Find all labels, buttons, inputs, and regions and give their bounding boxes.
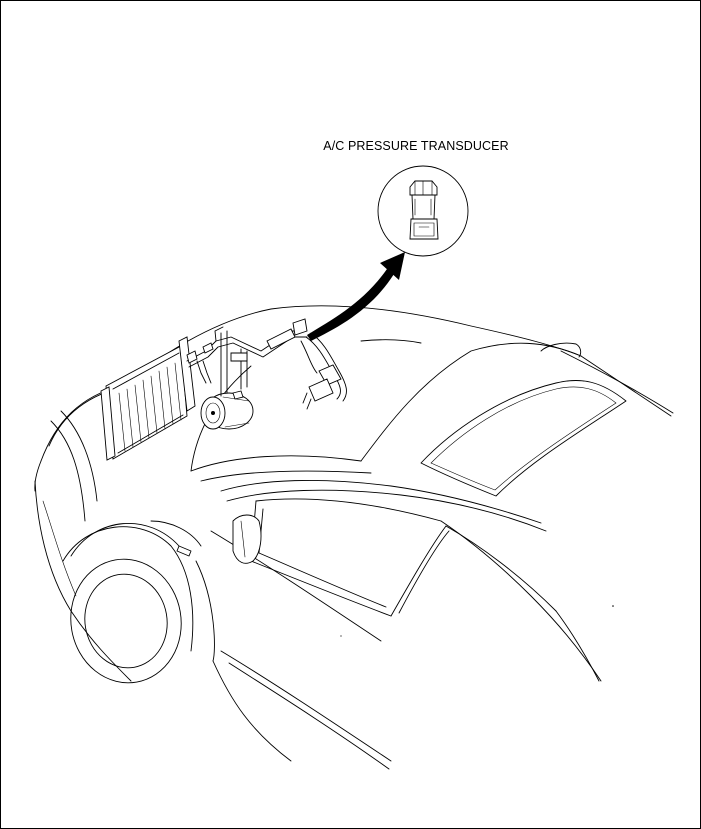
component-label: A/C PRESSURE TRANSDUCER — [323, 139, 509, 153]
ac-lines — [186, 318, 347, 410]
compressor — [200, 390, 254, 430]
callout-arrow — [307, 252, 405, 341]
car-body — [34, 305, 674, 770]
callout-circle — [377, 165, 469, 257]
transducer-callout — [377, 165, 469, 257]
condenser — [100, 336, 196, 461]
pressure-transducer-icon — [409, 180, 439, 240]
